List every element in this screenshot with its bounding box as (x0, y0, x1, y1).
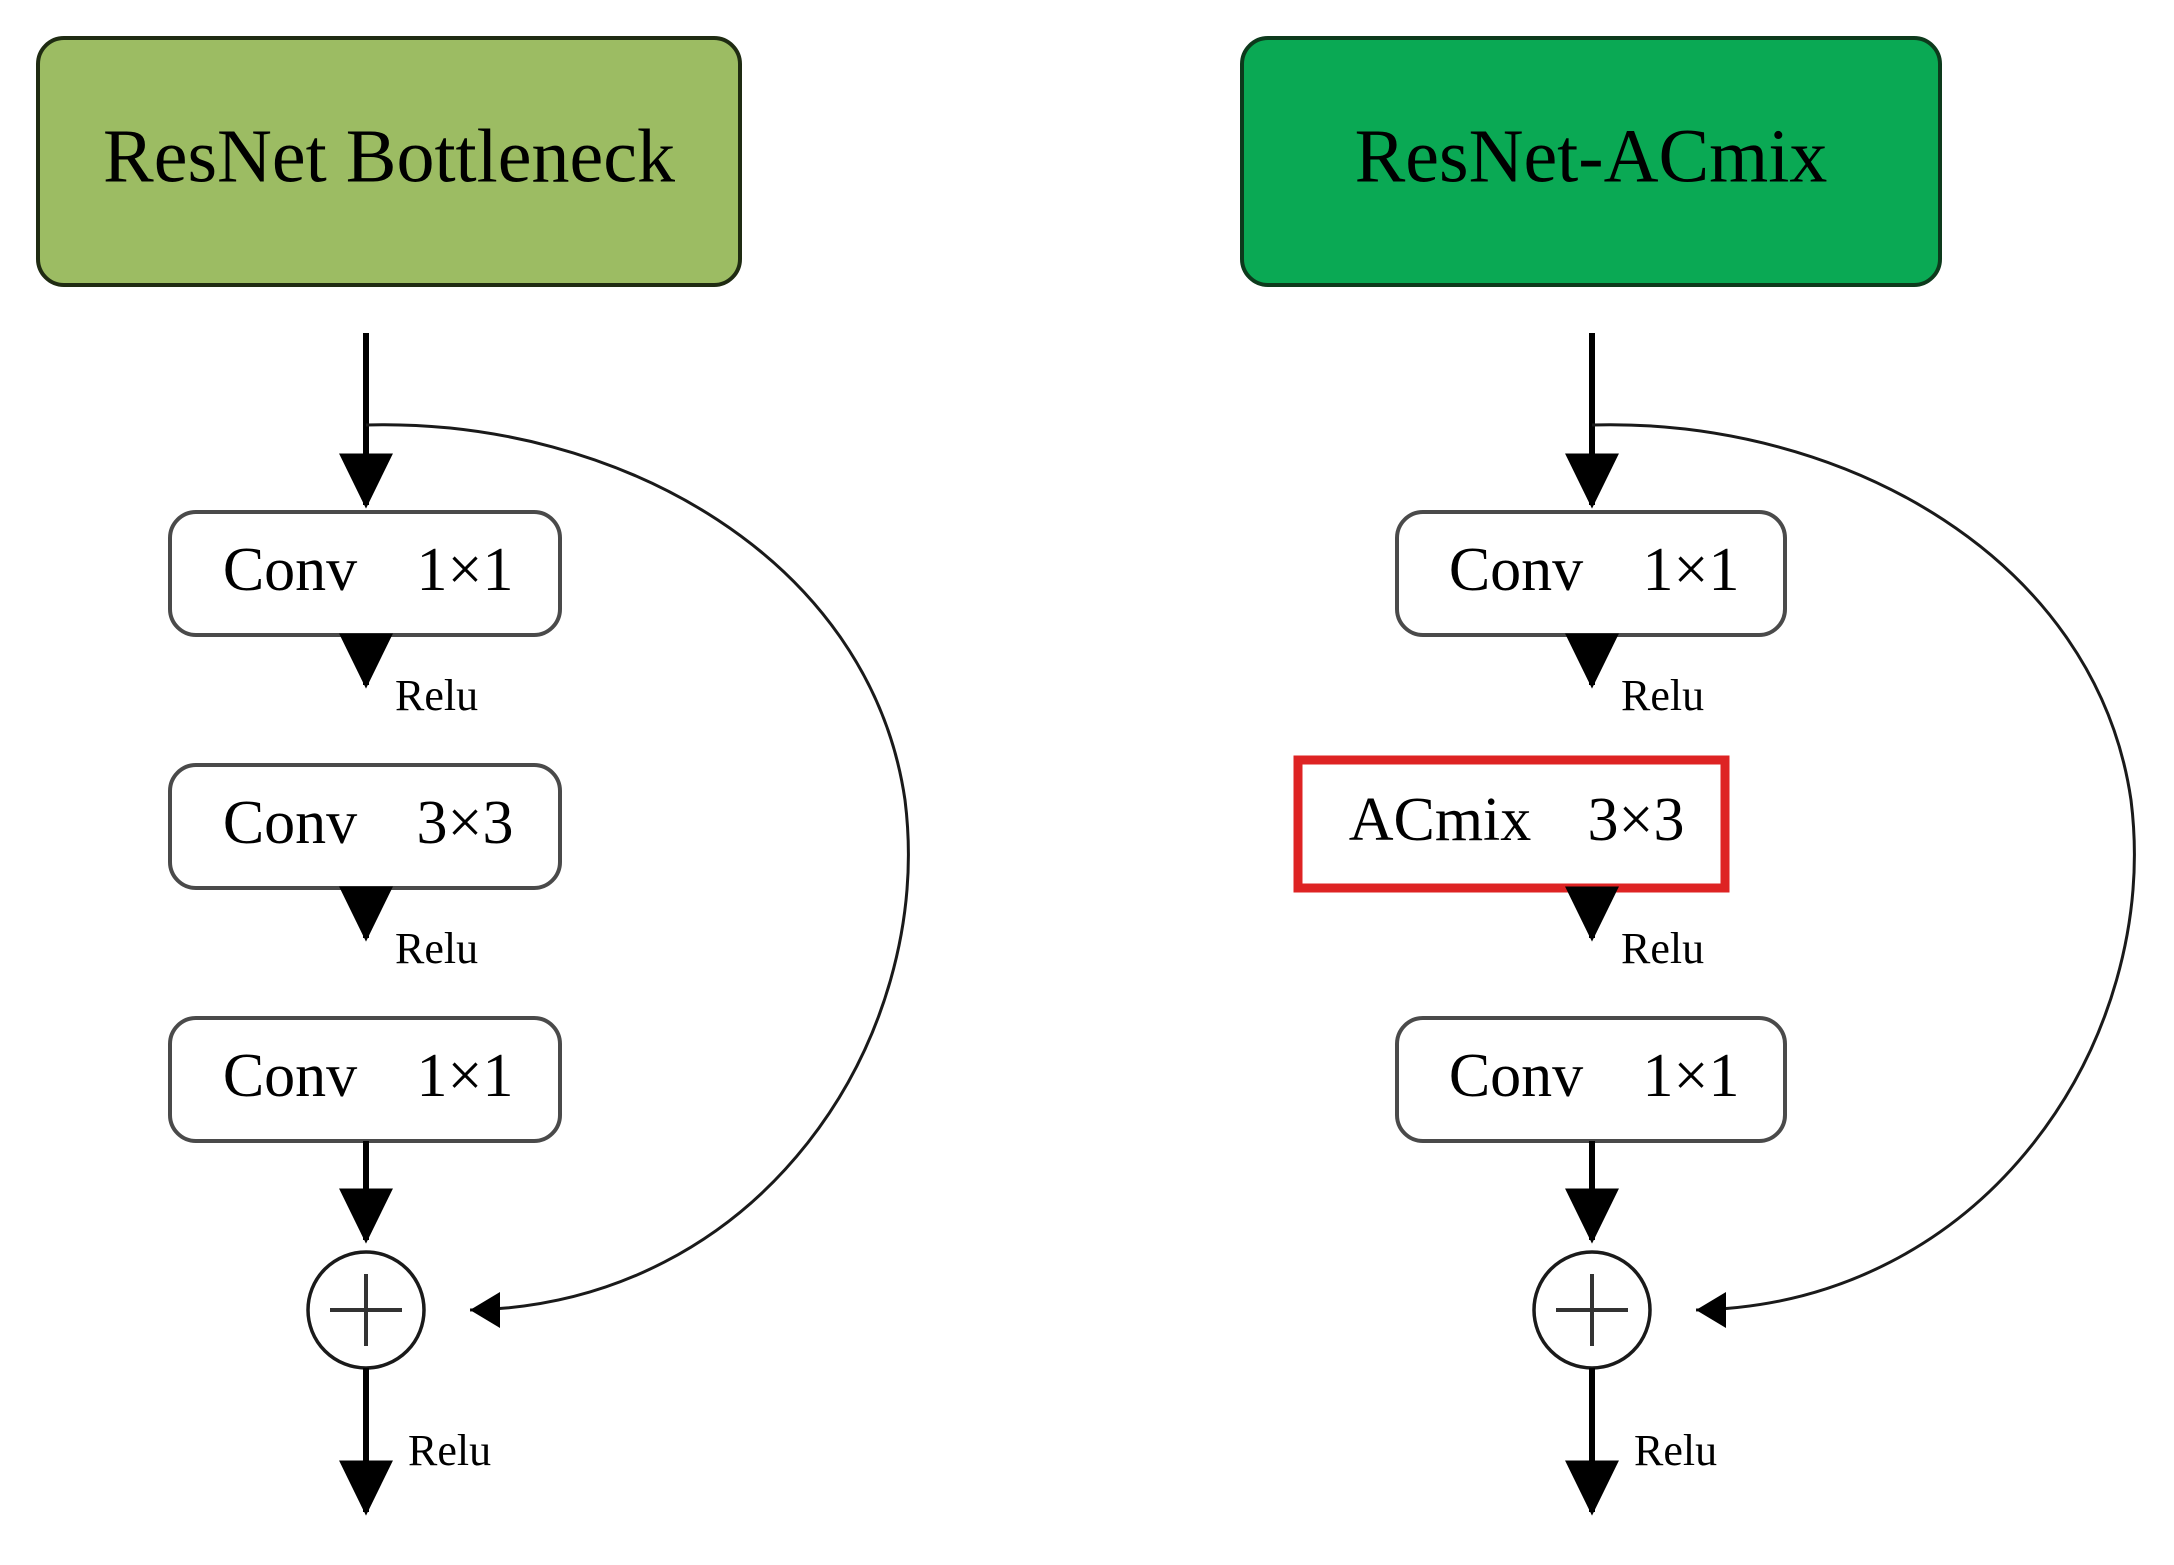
right-block-acmix-3x3[interactable]: ACmix 3×3 (1293, 755, 1730, 893)
right-header-box: ResNet-ACmix (1240, 36, 1942, 287)
left-skip-arrowhead (470, 1292, 500, 1328)
right-conv1-kernel-label: 1×1 (1643, 536, 1740, 604)
left-skip-connection (365, 423, 910, 1312)
right-skip-connection (1591, 423, 2136, 1312)
left-sum-node[interactable] (306, 1250, 426, 1370)
left-relu-label-1: Relu (395, 671, 478, 720)
acmix-rect[interactable] (1293, 755, 1730, 893)
right-header-label: ResNet-ACmix (1355, 114, 1828, 198)
right-skip-arrowhead (1696, 1292, 1726, 1328)
left-header-rect (36, 36, 742, 287)
left-relu-label-3: Relu (408, 1426, 491, 1475)
left-block-conv-1x1-bottom[interactable]: Conv 1×1 (168, 1016, 562, 1143)
left-conv3-kernel-label: 1×1 (417, 1042, 514, 1110)
right-header-rect (1240, 36, 1942, 287)
left-conv2-kernel-label: 3×3 (417, 789, 514, 857)
left-conv1-op-label: Conv (223, 536, 357, 604)
left-header-label: ResNet Bottleneck (103, 114, 675, 198)
right-sum-node[interactable] (1532, 1250, 1652, 1370)
acmix-kernel-label: 3×3 (1588, 786, 1685, 854)
right-conv3-op-label: Conv (1449, 1042, 1583, 1110)
acmix-op-label: ACmix (1349, 786, 1532, 854)
left-conv3-op-label: Conv (223, 1042, 357, 1110)
left-block-conv-3x3[interactable]: Conv 3×3 (168, 763, 562, 890)
left-header-box: ResNet Bottleneck (36, 36, 742, 287)
right-relu-label-1: Relu (1621, 671, 1704, 720)
left-relu-label-2: Relu (395, 924, 478, 973)
left-conv1-kernel-label: 1×1 (417, 536, 514, 604)
right-relu-label-2: Relu (1621, 924, 1704, 973)
right-block-conv-1x1-top[interactable]: Conv 1×1 (1395, 510, 1787, 637)
right-relu-label-3: Relu (1634, 1426, 1717, 1475)
right-conv1-op-label: Conv (1449, 536, 1583, 604)
right-block-conv-1x1-bottom[interactable]: Conv 1×1 (1395, 1016, 1787, 1143)
left-block-conv-1x1-top[interactable]: Conv 1×1 (168, 510, 562, 637)
right-conv3-kernel-label: 1×1 (1643, 1042, 1740, 1110)
left-conv2-op-label: Conv (223, 789, 357, 857)
